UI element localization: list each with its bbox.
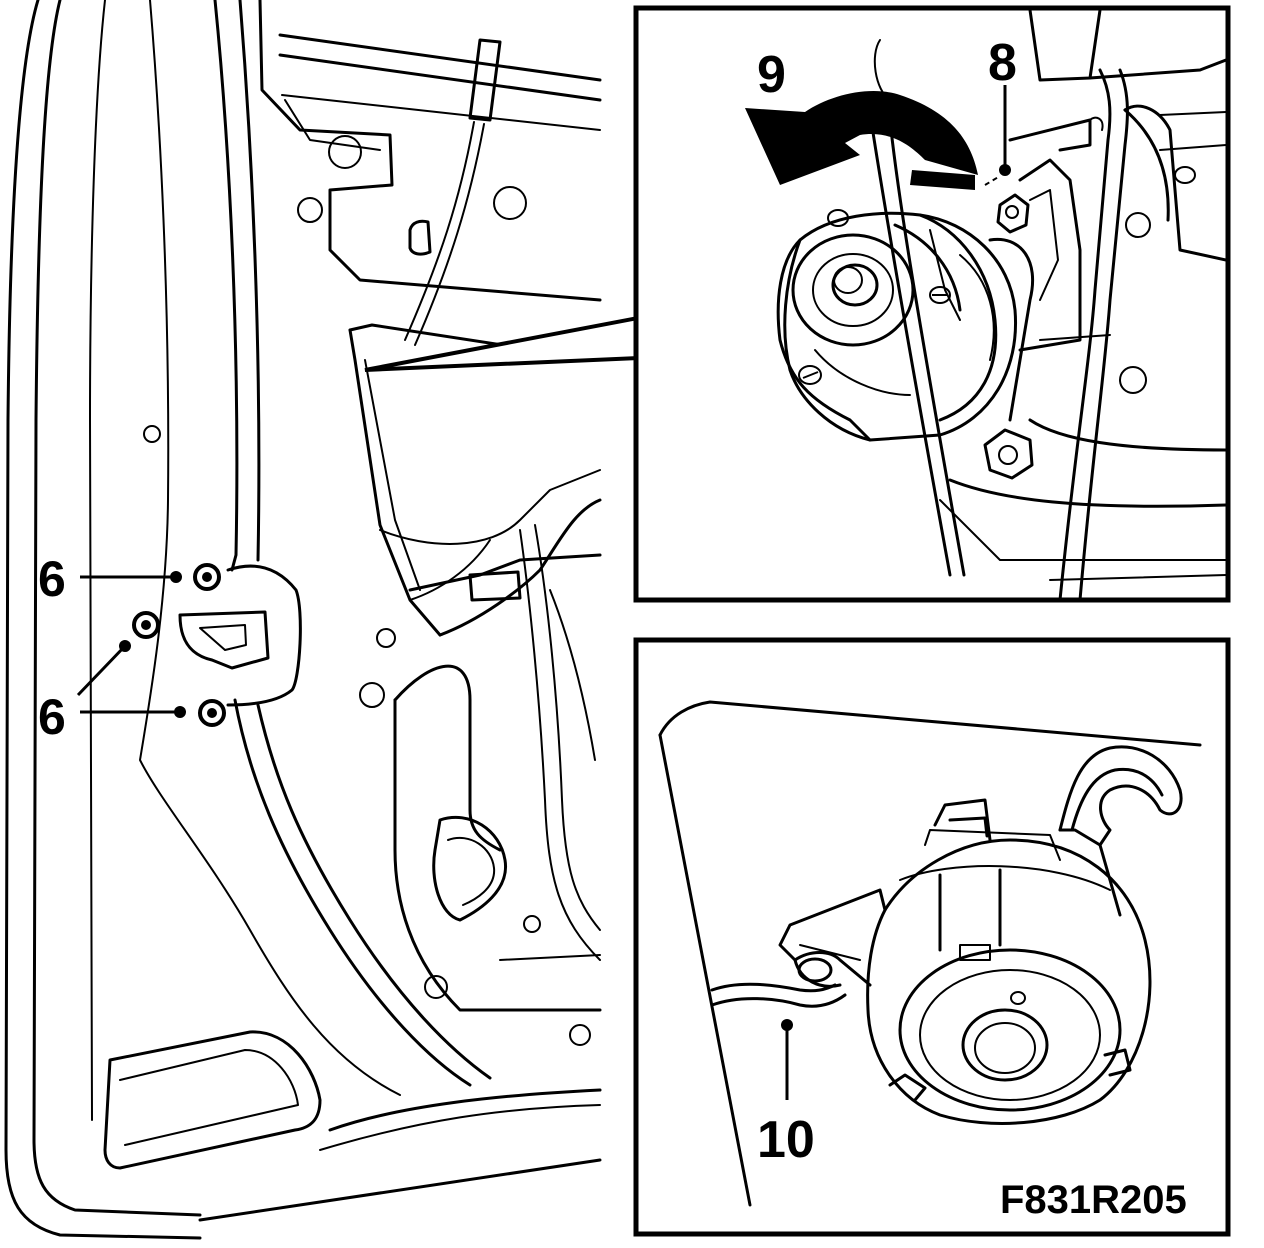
zoom-pointer [364, 315, 640, 372]
callout-6-upper: 6 [38, 551, 66, 607]
inset-motor-detail [633, 637, 1231, 1237]
figure-code: F831R205 [1000, 1178, 1187, 1222]
door-main-view [4, 0, 602, 1240]
callout-6-leaders [76, 571, 186, 718]
callout-6-lower: 6 [38, 689, 66, 745]
rotation-arrow [745, 91, 978, 185]
callout-8: 8 [988, 34, 1017, 92]
inset-motor-removal [633, 5, 1231, 603]
callout-9: 9 [757, 46, 786, 104]
callout-10: 10 [757, 1111, 815, 1169]
